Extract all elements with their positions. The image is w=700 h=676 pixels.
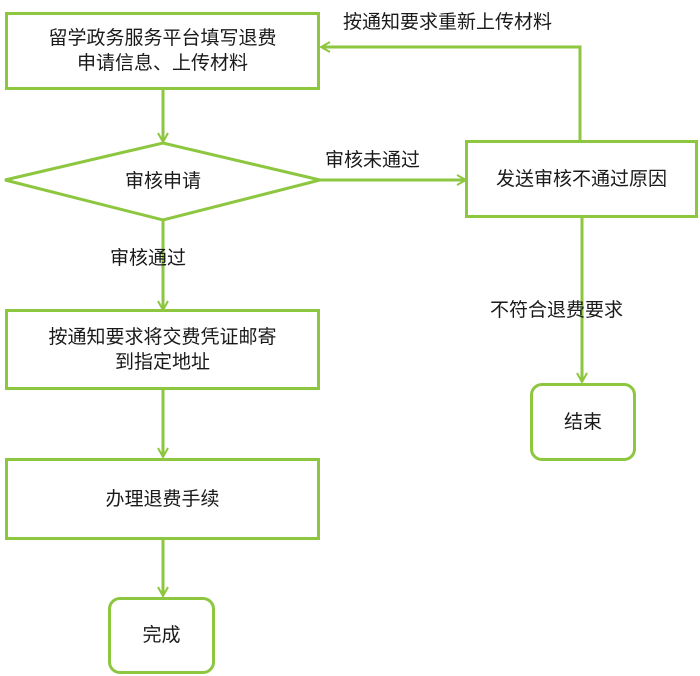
node-send-reason-text: 发送审核不通过原因 xyxy=(495,167,667,190)
node-end: 结束 xyxy=(530,383,636,461)
node-complete-text: 完成 xyxy=(142,624,181,646)
node-send-reason: 发送审核不通过原因 xyxy=(465,140,698,218)
node-process-refund: 办理退费手续 xyxy=(5,458,320,540)
edge-label-passed: 审核通过 xyxy=(110,247,187,269)
arrow-send-reason-to-form xyxy=(322,47,582,140)
node-complete: 完成 xyxy=(108,597,215,674)
edge-label-not-passed: 审核未通过 xyxy=(325,149,421,171)
node-fill-form-text: 留学政务服务平台填写退费 申请信息、上传材料 xyxy=(48,27,277,74)
node-mail-voucher: 按通知要求将交费凭证邮寄 到指定地址 xyxy=(5,309,320,390)
node-end-text: 结束 xyxy=(563,410,602,433)
node-process-refund-text: 办理退费手续 xyxy=(105,487,220,510)
node-mail-voucher-text: 按通知要求将交费凭证邮寄 到指定地址 xyxy=(48,325,277,373)
edge-label-reupload: 按通知要求重新上传材料 xyxy=(343,11,553,33)
node-fill-form: 留学政务服务平台填写退费 申请信息、上传材料 xyxy=(5,12,320,90)
edge-label-not-eligible: 不符合退费要求 xyxy=(490,299,624,321)
node-review-text: 审核申请 xyxy=(124,170,202,192)
